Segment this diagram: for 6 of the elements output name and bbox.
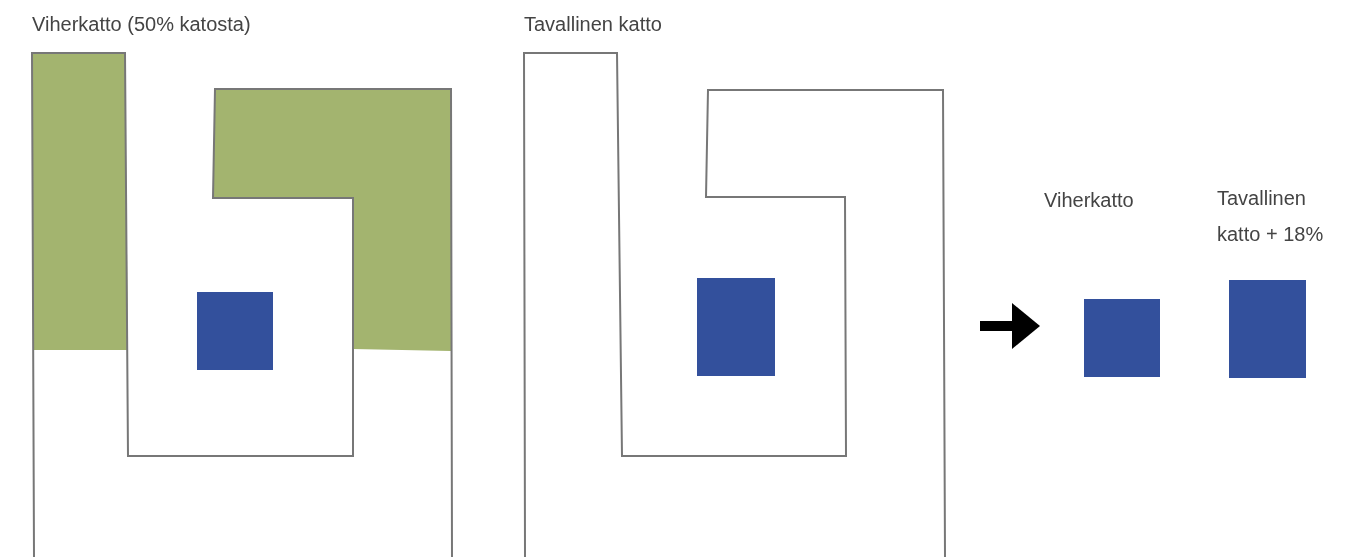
plan-title: Viherkatto (50% katosta) — [32, 12, 251, 37]
area-label: Tavallinen katto + 18% — [1217, 186, 1325, 247]
area-label: Viherkatto — [1044, 188, 1134, 213]
area-square — [1084, 299, 1160, 377]
plan-title: Tavallinen katto — [524, 12, 662, 37]
area-square — [1229, 280, 1306, 378]
